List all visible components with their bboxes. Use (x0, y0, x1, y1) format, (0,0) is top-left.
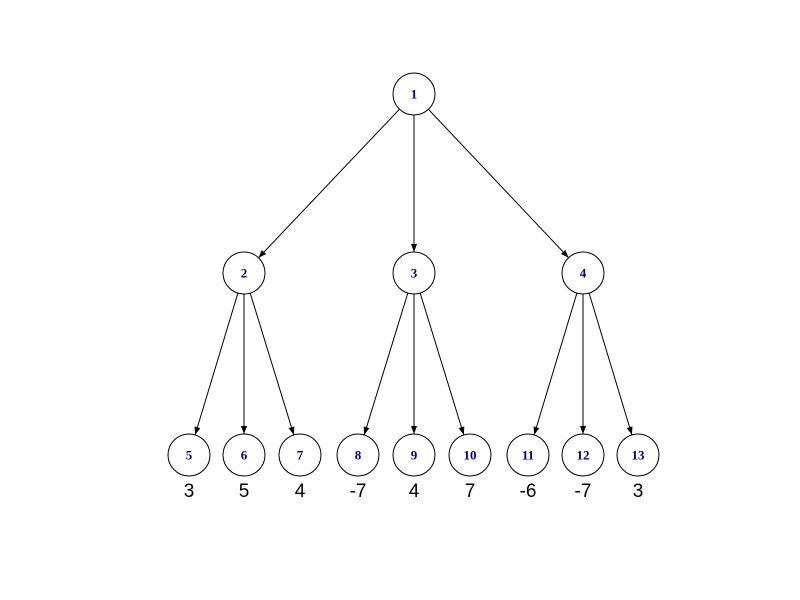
tree-node-circle-3 (392, 251, 436, 295)
tree-node-8: 8 -7 (336, 433, 380, 502)
tree-node-6: 65 (222, 433, 266, 502)
tree-node-label-1: 1 (411, 87, 418, 102)
leaf-value-11: -6 (520, 481, 537, 502)
leaf-value-12: -7 (575, 481, 592, 502)
tree-node-label-8: 8 (355, 448, 362, 463)
tree-node-circle-6 (222, 433, 266, 477)
tree-node-label-12: 12 (577, 448, 590, 463)
tree-edge-4-11 (533, 292, 578, 436)
tree-node-12: 12 -7 (561, 433, 605, 502)
tree-edge-4-13 (588, 292, 633, 436)
leaf-value-9: 4 (409, 481, 420, 502)
tree-node-circle-8 (336, 433, 380, 477)
tree-node-9: 94 (392, 433, 436, 502)
tree-node-circle-2 (222, 251, 266, 295)
tree-node-circle-10 (448, 433, 492, 477)
tree-node-7: 74 (278, 433, 322, 502)
tree-node-circle-4 (561, 251, 605, 295)
leaf-value-8: -7 (350, 481, 367, 502)
tree-node-11: 11 -6 (506, 433, 550, 502)
leaf-value-5: 3 (184, 481, 195, 502)
tree-node-2: 2 (222, 251, 266, 295)
tree-node-label-10: 10 (464, 448, 477, 463)
tree-node-circle-9 (392, 433, 436, 477)
leaf-value-13: 3 (633, 481, 644, 502)
leaf-value-6: 5 (239, 481, 250, 502)
tree-edge-1-2 (258, 108, 400, 259)
tree-node-4: 4 (561, 251, 605, 295)
tree-node-label-11: 11 (522, 448, 534, 463)
tree-node-10: 10 7 (448, 433, 492, 502)
tree-edge-2-7 (249, 292, 295, 436)
tree-node-circle-7 (278, 433, 322, 477)
tree-edge-1-4 (428, 108, 569, 259)
tree-node-circle-11 (506, 433, 550, 477)
tree-node-label-9: 9 (411, 448, 418, 463)
tree-node-3: 3 (392, 251, 436, 295)
tree-node-label-6: 6 (241, 448, 248, 463)
tree-node-label-3: 3 (411, 266, 418, 281)
tree-edge-2-5 (194, 292, 239, 436)
tree-node-circle-5 (167, 433, 211, 477)
tree-edge-3-8 (363, 292, 409, 436)
tree-node-circle-1 (392, 72, 436, 116)
tree-node-5: 53 (167, 433, 211, 502)
tree-edge-3-10 (419, 292, 465, 436)
tree-node-label-13: 13 (632, 448, 646, 463)
tree-node-label-2: 2 (241, 266, 248, 281)
tree-node-label-5: 5 (186, 448, 193, 463)
tree-node-13: 13 3 (616, 433, 660, 502)
tree-node-1: 1 (392, 72, 436, 116)
tree-node-label-7: 7 (297, 448, 304, 463)
leaf-value-7: 4 (295, 481, 306, 502)
tree-node-circle-13 (616, 433, 660, 477)
tree-node-label-4: 4 (580, 266, 587, 281)
leaf-value-10: 7 (465, 481, 476, 502)
tree-node-circle-12 (561, 433, 605, 477)
